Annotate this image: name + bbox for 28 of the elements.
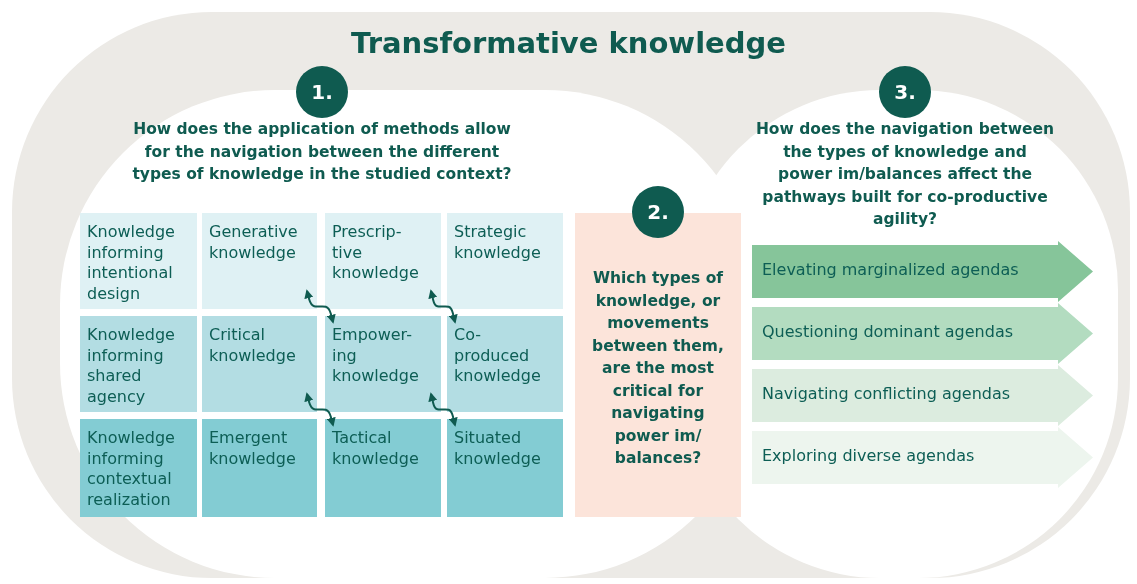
knowledge-cell: Knowledge informing contextual realization [80, 419, 197, 517]
knowledge-cell: Knowledge informing intentional design [80, 213, 197, 309]
knowledge-cell: Generative knowledge [202, 213, 317, 309]
double-arrow [428, 289, 458, 324]
banner-label: Navigating conflicting agendas [762, 384, 1011, 403]
knowledge-cell: Empower- ing knowledge [325, 316, 441, 412]
banner-label: Questioning dominant agendas [762, 322, 1014, 341]
title: Transformative knowledge [350, 26, 787, 60]
knowledge-cell: Emergent knowledge [202, 419, 317, 517]
banner-label: Exploring diverse agendas [762, 446, 975, 465]
arrow-banner [752, 241, 1093, 302]
arrow-banner [752, 427, 1093, 488]
knowledge-cell: Situated knowledge [447, 419, 563, 517]
arrow-banner [752, 303, 1093, 364]
banner-label: Elevating marginalized agendas [762, 260, 1019, 279]
double-arrow [304, 289, 336, 324]
knowledge-cell: Critical knowledge [202, 316, 317, 412]
knowledge-cell: Co- produced knowledge [447, 316, 563, 412]
question-text: How does the navigation between the types of knowledge and power im/balances affect the pathways built for co-productive agility? [755, 119, 1055, 230]
knowledge-cell: Prescrip- tive knowledge [325, 213, 441, 309]
knowledge-cell: Tactical knowledge [325, 419, 441, 517]
knowledge-cell: Strategic knowledge [447, 213, 563, 309]
double-arrow [428, 392, 458, 427]
knowledge-cell: Knowledge informing shared agency [80, 316, 197, 412]
question-text: How does the application of methods allow for the navigation between the different types of knowledge in the studied context? [131, 119, 513, 185]
double-arrow [304, 392, 336, 427]
question-text: Which types of knowledge, or movements between them, are the most critical for navigating power im/ balances? [591, 268, 725, 469]
arrow-banner [752, 365, 1093, 426]
